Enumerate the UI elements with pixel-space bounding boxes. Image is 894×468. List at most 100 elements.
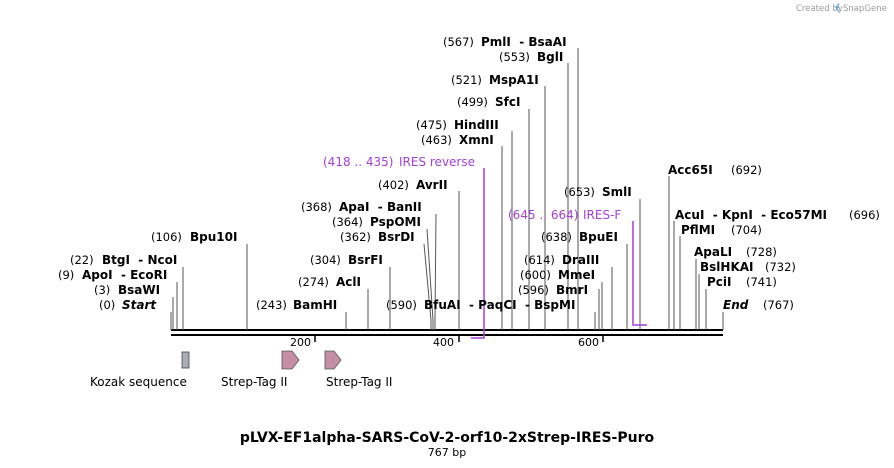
- site-sfci-label: SfcI: [495, 95, 520, 109]
- site-bfuai-position: (590): [386, 298, 417, 312]
- site-bpu10i-label: Bpu10I: [190, 230, 237, 244]
- site-bsawi-label: BsaWI: [118, 283, 160, 297]
- feature-strep-tag-2[interactable]: Strep-Tag II: [324, 350, 392, 389]
- site-apoi-position: (9): [58, 268, 74, 282]
- site-apali-label: ApaLI: [694, 245, 732, 259]
- site-draiii[interactable]: (614) DraIII: [524, 253, 599, 267]
- site-bamhi-position: (243): [256, 298, 287, 312]
- kozak-box: [181, 351, 190, 369]
- site-acc65i-position: (692): [731, 163, 762, 177]
- strep-tag-1-label: Strep-Tag II: [221, 375, 287, 389]
- site-acc65i[interactable]: Acc65I (692): [668, 163, 762, 177]
- site-acli-label: AclI: [336, 275, 361, 289]
- site-bmri-label: BmrI: [556, 283, 588, 297]
- site-bpuei[interactable]: (638) BpuEI: [541, 230, 618, 244]
- site-bfuai[interactable]: (590) BfuAI - PaqCI - BspMI: [386, 298, 575, 312]
- site-bsrdi[interactable]: (362) BsrDI: [340, 230, 415, 244]
- site-xmni[interactable]: (463) XmnI: [421, 133, 494, 147]
- site-mmei-position: (600): [520, 268, 551, 282]
- site-draiii-label: DraIII: [562, 253, 599, 267]
- site-smli[interactable]: (653) SmlI: [564, 185, 632, 199]
- site-mspa1i-position: (521): [451, 73, 482, 87]
- site-start[interactable]: (0) Start: [99, 298, 157, 312]
- strep-tag-2-arrow-icon: [324, 350, 342, 370]
- strep-tag-1-arrow-icon: [281, 350, 300, 370]
- site-pspomi[interactable]: (364) PspOMI: [332, 215, 421, 229]
- site-pcii-position: (741): [746, 275, 777, 289]
- site-pspomi-label: PspOMI: [370, 215, 421, 229]
- site-sfci[interactable]: (499) SfcI: [457, 95, 520, 109]
- site-end-position: (767): [763, 298, 794, 312]
- site-bsrdi-label: BsrDI: [378, 230, 415, 244]
- site-bpuei-label: BpuEI: [579, 230, 618, 244]
- site-hindiii[interactable]: (475) HindIII: [416, 118, 499, 132]
- site-apali[interactable]: ApaLI (728): [694, 245, 777, 259]
- site-bsrfi-position: (304): [310, 253, 341, 267]
- ruler-tick-600: 600: [578, 336, 599, 349]
- site-bsrdi-position: (362): [340, 230, 371, 244]
- site-apali-position: (728): [746, 245, 777, 259]
- site-smli-label: SmlI: [602, 185, 632, 199]
- site-avrii-label: AvrII: [416, 178, 448, 192]
- site-apai[interactable]: (368) ApaI - BanII: [301, 200, 422, 214]
- site-pmli-label: PmlI - BsaAI: [481, 35, 567, 49]
- site-start-position: (0): [99, 298, 115, 312]
- credit-text: Created by: [796, 4, 843, 14]
- site-pcii[interactable]: PciI (741): [707, 275, 777, 289]
- site-acli[interactable]: (274) AclI: [298, 275, 361, 289]
- site-pmli-position: (567): [443, 35, 474, 49]
- site-btgi[interactable]: (22) BtgI - NcoI: [70, 253, 177, 267]
- feature-kozak[interactable]: Kozak sequence: [90, 351, 190, 389]
- site-pmli[interactable]: (567) PmlI - BsaAI: [443, 35, 567, 49]
- primer-ires-f[interactable]: (645 .. 664) IRES-F: [508, 208, 647, 326]
- site-mspa1i-label: MspA1I: [489, 73, 539, 87]
- site-apoi-label: ApoI - EcoRI: [82, 268, 167, 282]
- site-acli-position: (274): [298, 275, 329, 289]
- site-end[interactable]: End (767): [723, 298, 794, 312]
- site-mmei[interactable]: (600) MmeI: [520, 268, 595, 282]
- site-apoi[interactable]: (9) ApoI - EcoRI: [58, 268, 167, 282]
- primer-ires-f-range: (645 .. 664): [508, 208, 578, 222]
- site-bpu10i-position: (106): [151, 230, 182, 244]
- site-bslhkai[interactable]: BslHKAI (732): [700, 260, 796, 274]
- site-avrii[interactable]: (402) AvrII: [378, 178, 448, 192]
- site-pspomi-position: (364): [332, 215, 363, 229]
- site-apai-label: ApaI - BanII: [339, 200, 422, 214]
- site-bpuei-position: (638): [541, 230, 572, 244]
- site-end-label: End: [723, 298, 749, 312]
- site-bamhi[interactable]: (243) BamHI: [256, 298, 337, 312]
- feature-strep-tag-1[interactable]: Strep-Tag II: [221, 350, 300, 389]
- site-bmri[interactable]: (596) BmrI: [518, 283, 588, 297]
- ruler-tick-400: 400: [433, 336, 454, 349]
- site-bamhi-label: BamHI: [293, 298, 337, 312]
- site-mspa1i[interactable]: (521) MspA1I: [451, 73, 539, 87]
- site-bsawi[interactable]: (3) BsaWI: [94, 283, 160, 297]
- site-bfuai-label: BfuAI - PaqCI - BspMI: [424, 298, 575, 312]
- credit-brand: SnapGene: [843, 4, 887, 14]
- site-hindiii-position: (475): [416, 118, 447, 132]
- site-bgli-label: BglI: [537, 50, 563, 64]
- site-apai-position: (368): [301, 200, 332, 214]
- site-pcii-label: PciI: [707, 275, 732, 289]
- site-start-label: Start: [122, 298, 157, 312]
- snapgene-logo-icon: [835, 3, 840, 12]
- site-btgi-label: BtgI - NcoI: [102, 253, 177, 267]
- site-acui-position: (696): [849, 208, 880, 222]
- site-bsrfi-label: BsrFI: [348, 253, 383, 267]
- strep-tag-2-label: Strep-Tag II: [326, 375, 392, 389]
- site-acc65i-label: Acc65I: [668, 163, 713, 177]
- site-sfci-position: (499): [457, 95, 488, 109]
- site-bgli[interactable]: (553) BglI: [499, 50, 563, 64]
- kozak-label: Kozak sequence: [90, 375, 187, 389]
- site-bsrfi[interactable]: (304) BsrFI: [310, 253, 383, 267]
- site-smli-position: (653): [564, 185, 595, 199]
- site-bpu10i[interactable]: (106) Bpu10I: [151, 230, 237, 244]
- site-leader-lines: [170, 48, 724, 330]
- site-bslhkai-position: (732): [765, 260, 796, 274]
- map-title: pLVX-EF1alpha-SARS-CoV-2-orf10-2xStrep-I…: [240, 430, 655, 446]
- site-acui[interactable]: AcuI - KpnI - Eco57MI (696): [675, 208, 880, 222]
- site-bmri-position: (596): [518, 283, 549, 297]
- site-pflmi[interactable]: PflMI (704): [681, 223, 762, 237]
- primer-ires-reverse[interactable]: (418 .. 435) IRES reverse: [323, 155, 485, 339]
- site-hindiii-label: HindIII: [454, 118, 499, 132]
